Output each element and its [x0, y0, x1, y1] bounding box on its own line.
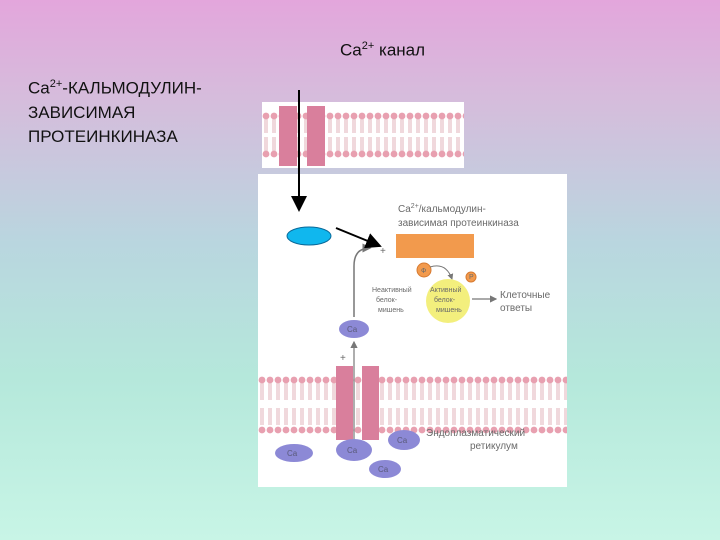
active-protein-line2: белок- [434, 296, 456, 304]
er-label-line1: Эндоплазматический [426, 428, 525, 439]
ca-channel-title: Ca2+ канал [340, 40, 426, 60]
ca-ion-cytosol-label: Ca [347, 325, 358, 334]
cell-response-line2: ответы [500, 303, 532, 314]
ca-ion-er-4-label: Ca [378, 465, 389, 474]
inactive-protein-line1: Неактивный [372, 286, 412, 294]
ca-ion-er-3-label: Ca [397, 436, 408, 445]
channel-right-subunit [307, 106, 325, 166]
inactive-protein-line2: белок- [376, 296, 398, 304]
ca-ion-er-1 [275, 444, 313, 462]
er-label-line2: ретикулум [470, 441, 518, 452]
phosphate-circle-left [416, 262, 432, 278]
ca-ion-er-2 [336, 439, 372, 461]
kinase-pathway-svg: Ca2+/кальмодулин- зависимая протеинкиназ… [258, 203, 567, 478]
ca-ion-er-2-label: Ca [347, 446, 358, 455]
kinase-enzyme-block [396, 234, 474, 258]
channel-left-subunit [279, 106, 297, 166]
plus-sign-top: + [380, 246, 386, 257]
phosphate-circle-right [465, 271, 477, 283]
plasma-membrane-svg [262, 102, 464, 168]
calmodulin-ellipse [286, 226, 332, 246]
inactive-protein-line3: мишень [378, 307, 404, 314]
kinase-title-line3: ПРОТЕИНКИНАЗА [28, 126, 178, 146]
er-channel-right [362, 366, 379, 440]
phosphate-left-label: Ф [421, 268, 426, 275]
active-protein-circle [426, 279, 470, 323]
plus-sign-bottom: + [340, 353, 346, 364]
ca-ion-er-4 [369, 460, 401, 478]
plasma-membrane-image [262, 102, 464, 168]
enzyme-caption-line2: зависимая протеинкиназа [398, 218, 519, 229]
er-membrane [258, 370, 567, 436]
kinase-pathway-figure: Ca2+/кальмодулин- зависимая протеинкиназ… [258, 174, 567, 487]
cell-response-line1: Клеточные [500, 290, 551, 301]
calmodulin-to-kinase-arrow [335, 227, 382, 249]
phosphorylation-arrow [429, 265, 454, 280]
phosphate-right-label: P [469, 274, 474, 281]
ca-ion-er-1-label: Ca [287, 449, 298, 458]
activation-path [353, 243, 372, 317]
kinase-title-line2: ЗАВИСИМАЯ [28, 102, 136, 122]
ca-ion-cytosol [339, 320, 369, 338]
enzyme-caption-line1: Ca2+/кальмодулин- [398, 203, 486, 215]
kinase-title-line1: Ca2+-КАЛЬМОДУЛИН- [28, 78, 202, 98]
active-protein-line1: Активный [430, 286, 462, 294]
active-protein-line3: мишень [436, 307, 462, 314]
ca-ion-er-3 [388, 430, 420, 450]
er-channel-left [336, 366, 353, 440]
kinase-title: Ca2+-КАЛЬМОДУЛИН- ЗАВИСИМАЯ ПРОТЕИНКИНАЗ… [28, 72, 202, 149]
